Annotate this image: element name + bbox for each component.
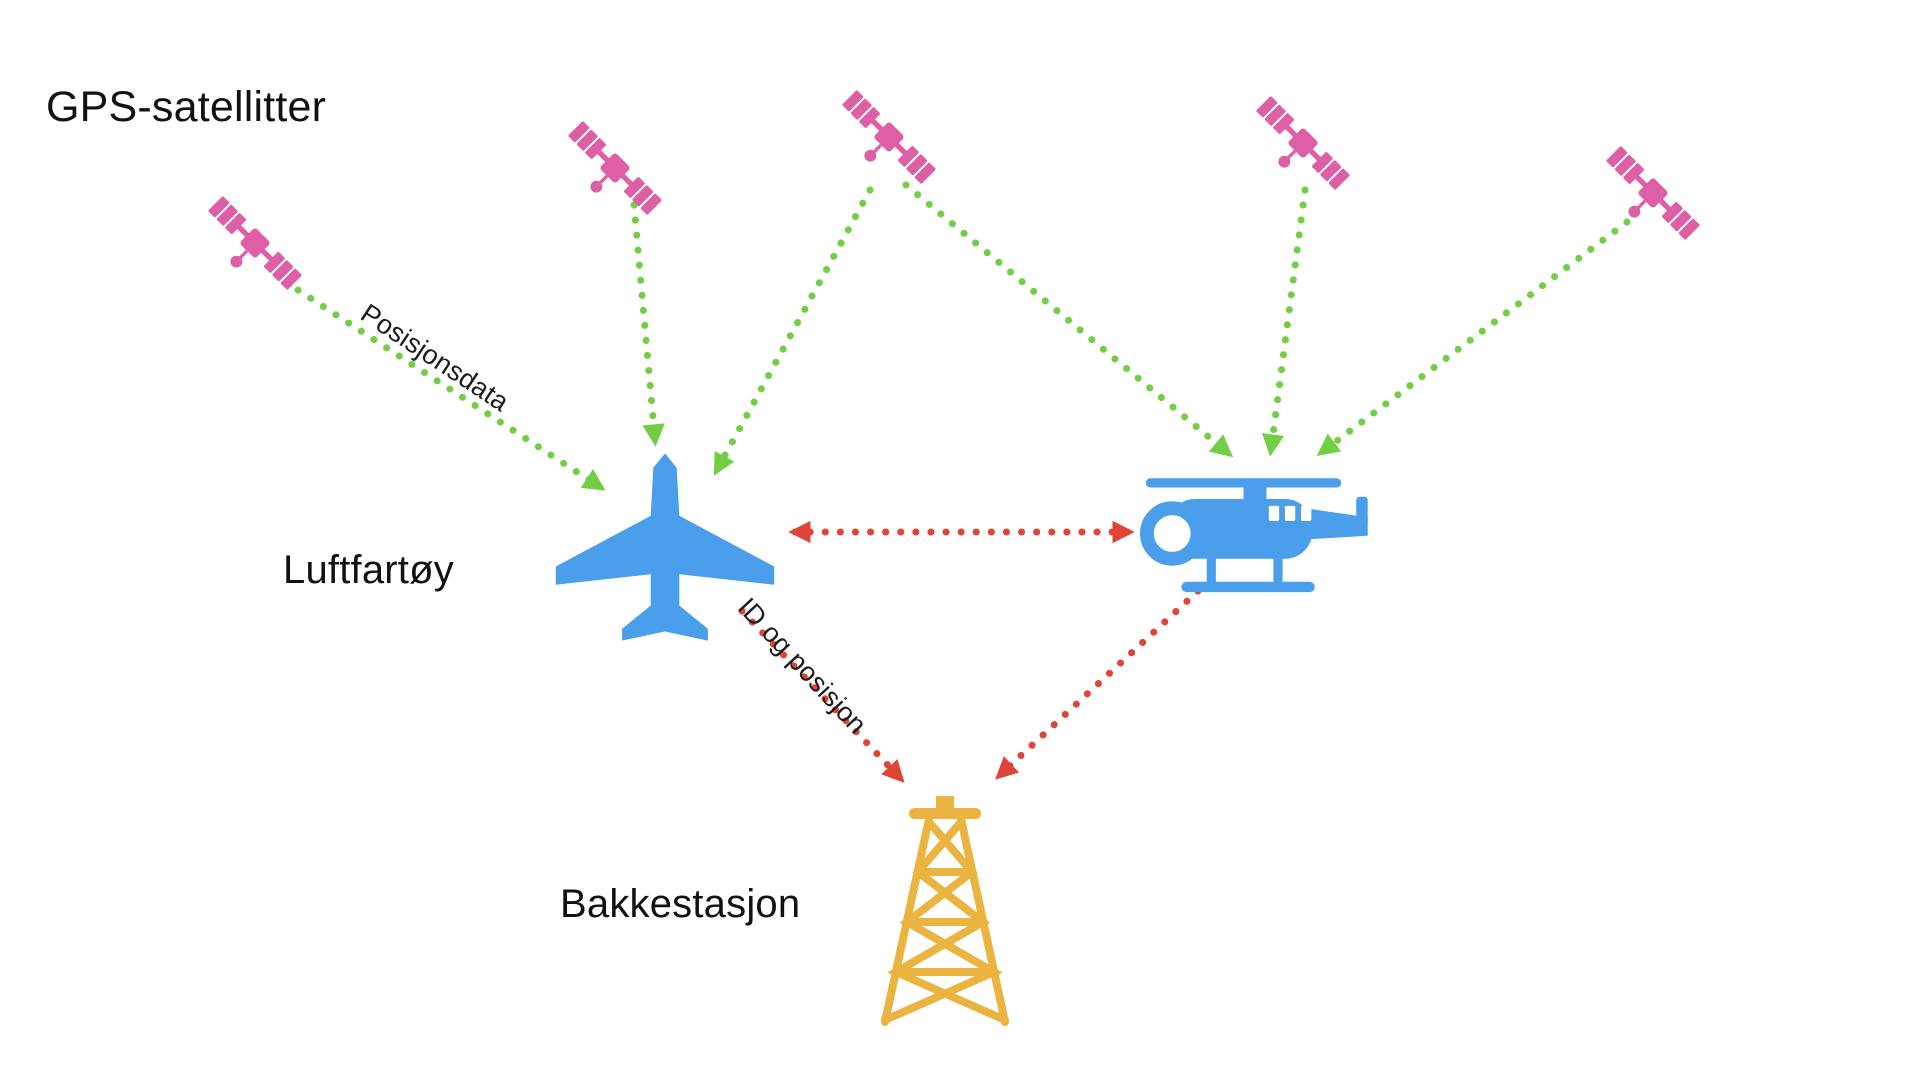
gps-signal-arrow-sat3-to-helicopter	[902, 181, 1234, 458]
helicopter-icon	[1140, 478, 1368, 593]
gps-signal-arrow-sat4-to-helicopter	[1261, 186, 1309, 457]
gps-signal-arrow-sat3-to-aircraft	[713, 186, 874, 476]
satellite-icon	[552, 120, 663, 231]
gps-signal-arrow-sat2-to-aircraft	[630, 201, 665, 447]
aircraft-label: Luftfartøy	[283, 548, 454, 592]
satellite-icon	[826, 89, 937, 200]
gps-signal-arrow-sat1-to-aircraft	[294, 286, 606, 491]
gps-signal-arrow-sat5-to-helicopter	[1316, 218, 1631, 457]
transmission-arrow-helicopter-to-ground	[995, 587, 1202, 780]
airplane-icon	[555, 453, 775, 641]
ground-station-label: Bakkestasjon	[560, 882, 801, 926]
satellite-icon	[192, 195, 303, 306]
satellite-icon	[1240, 95, 1351, 206]
radio-tower-icon	[881, 796, 1009, 1026]
satellite-icon	[1590, 145, 1701, 256]
gps-satellites-label: GPS-satellitter	[46, 83, 327, 131]
